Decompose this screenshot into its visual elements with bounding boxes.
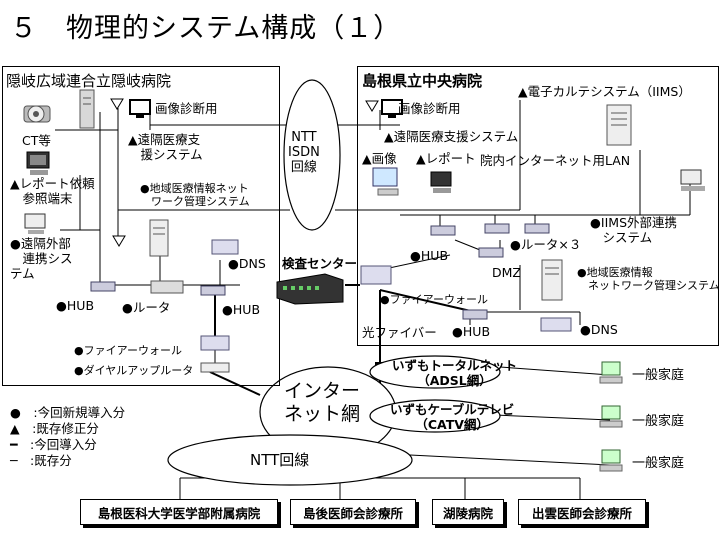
tri-marker-icon bbox=[110, 95, 124, 114]
bottom-hospital-1: 島根医科大学医学部附属病院 bbox=[80, 499, 278, 525]
report-pc-icon bbox=[428, 170, 456, 202]
emr-label: ▲電子カルテシステム（IIMS） bbox=[518, 84, 691, 99]
image-monitor-icon bbox=[128, 98, 154, 124]
shimane-dns-label: ●DNS bbox=[580, 322, 618, 337]
shimane-firewall-icon bbox=[360, 264, 392, 292]
iims-ext-label: ●IIMS外部連携 システム bbox=[590, 215, 677, 245]
oki-tele-support-label: ▲遠隔医療支 援システム bbox=[128, 132, 203, 162]
bottom-hospital-3: 湖陵病院 bbox=[432, 499, 504, 525]
router3-label: ●ルータ×３ bbox=[510, 237, 582, 252]
dns-server-icon bbox=[210, 234, 240, 262]
home-pc-icon bbox=[598, 404, 626, 434]
tri-marker-icon bbox=[365, 97, 379, 116]
legend-item: ● :今回新規導入分 bbox=[10, 405, 126, 420]
home-label-2: 一般家庭 bbox=[632, 414, 685, 429]
remote-pc-icon bbox=[22, 212, 50, 240]
shimane-firewall-label: ●ファイアーウォール bbox=[380, 293, 488, 306]
shimane-header: 島根県立中央病院 bbox=[362, 72, 483, 90]
shimane-hub2-label: ●HUB bbox=[452, 324, 491, 339]
izumo-cable-label: いずもケーブルテレビ （CATV網） bbox=[390, 402, 515, 432]
shimane-image-label: ▲画像 bbox=[362, 151, 397, 166]
oki-image-diag-label: 画像診断用 bbox=[155, 101, 218, 116]
home-label-1: 一般家庭 bbox=[632, 368, 685, 383]
oki-router-label: ●ルータ bbox=[122, 300, 171, 315]
oki-hub1-label: ●HUB bbox=[56, 298, 95, 313]
image-pc-icon bbox=[370, 166, 404, 204]
oki-hospital-box bbox=[2, 66, 280, 386]
shimane-dns-server-icon bbox=[540, 316, 572, 338]
router-icon bbox=[524, 220, 550, 239]
izumo-total-label: いずもトータルネット （ADSL網） bbox=[392, 358, 518, 388]
image-monitor-icon bbox=[380, 98, 406, 124]
router-icon bbox=[478, 244, 504, 263]
oki-header: 隠岐広域連合立隠岐病院 bbox=[6, 72, 172, 90]
legend: ● :今回新規導入分 ▲ :既存修正分 ━ :今回導入分 ─ :既存分 bbox=[10, 405, 125, 469]
router-icon bbox=[484, 220, 510, 239]
emr-server-icon bbox=[605, 103, 635, 151]
shimane-lan-label: 院内インターネット用LAN bbox=[480, 153, 631, 168]
tri-marker-icon bbox=[112, 232, 126, 251]
hub-icon bbox=[430, 222, 456, 241]
shimane-report-label: ▲レポート bbox=[416, 151, 476, 166]
server-tower-icon bbox=[78, 88, 98, 134]
legend-item: ─ :既存分 bbox=[10, 453, 72, 468]
kensa-center-label: 検査センター bbox=[282, 256, 358, 271]
oki-region-mgmt-label: ●地域医療情報ネット ワーク管理システム bbox=[140, 182, 250, 208]
region-server-icon bbox=[148, 218, 172, 262]
shimane-hub-label: ●HUB bbox=[410, 248, 449, 263]
hub-icon bbox=[462, 306, 488, 325]
home-pc-icon bbox=[598, 448, 626, 478]
oki-hub2-label: ●HUB bbox=[222, 302, 261, 317]
report-terminal-label: ▲レポート依頼 参照端末 bbox=[10, 176, 95, 206]
dmz-label: DMZ bbox=[492, 265, 521, 280]
optical-fiber-label: 光ファイバー bbox=[362, 325, 437, 340]
home-pc-icon bbox=[598, 360, 626, 390]
bottom-hospital-2: 島後医師会診療所 bbox=[290, 499, 416, 525]
bottom-hospital-4: 出雲医師会診療所 bbox=[518, 499, 646, 525]
ct-scanner-icon bbox=[22, 96, 58, 132]
report-terminal-icon bbox=[24, 150, 54, 182]
remote-dept-label: ●遠隔外部 連携シス テム bbox=[10, 236, 73, 281]
legend-item: ━ :今回導入分 bbox=[10, 437, 97, 452]
lan-pc-icon bbox=[678, 168, 708, 198]
firewall-icon bbox=[200, 334, 230, 358]
home-label-3: 一般家庭 bbox=[632, 456, 685, 471]
ct-label: CT等 bbox=[22, 133, 51, 148]
page-title: ５ 物理的システム構成（１） bbox=[10, 13, 402, 44]
hub-icon bbox=[200, 282, 226, 301]
ntt-isdn-label: NTT ISDN 回線 bbox=[288, 130, 320, 175]
dialup-router-icon bbox=[200, 360, 230, 379]
internet-label: インター ネット網 bbox=[284, 380, 361, 425]
oki-dns-label: ●DNS bbox=[228, 256, 266, 271]
building-icon bbox=[275, 270, 345, 310]
hub-icon bbox=[90, 278, 116, 297]
ntt-line-label: NTT回線 bbox=[250, 451, 310, 469]
legend-item: ▲ :既存修正分 bbox=[10, 421, 99, 436]
shimane-region-mgmt-label: ●地域医療情報 ネットワーク管理システム bbox=[577, 266, 720, 292]
shimane-region-server-icon bbox=[540, 258, 566, 306]
router-icon bbox=[150, 278, 184, 300]
oki-firewall-label: ●ファイアーウォール bbox=[74, 344, 182, 357]
shimane-image-diag-label: 画像診断用 bbox=[398, 101, 461, 116]
oki-dialup-label: ●ダイヤルアップルータ bbox=[74, 364, 194, 377]
shimane-hospital-box bbox=[357, 66, 719, 346]
shimane-tele-support-label: ▲遠隔医療支援システム bbox=[384, 129, 519, 144]
